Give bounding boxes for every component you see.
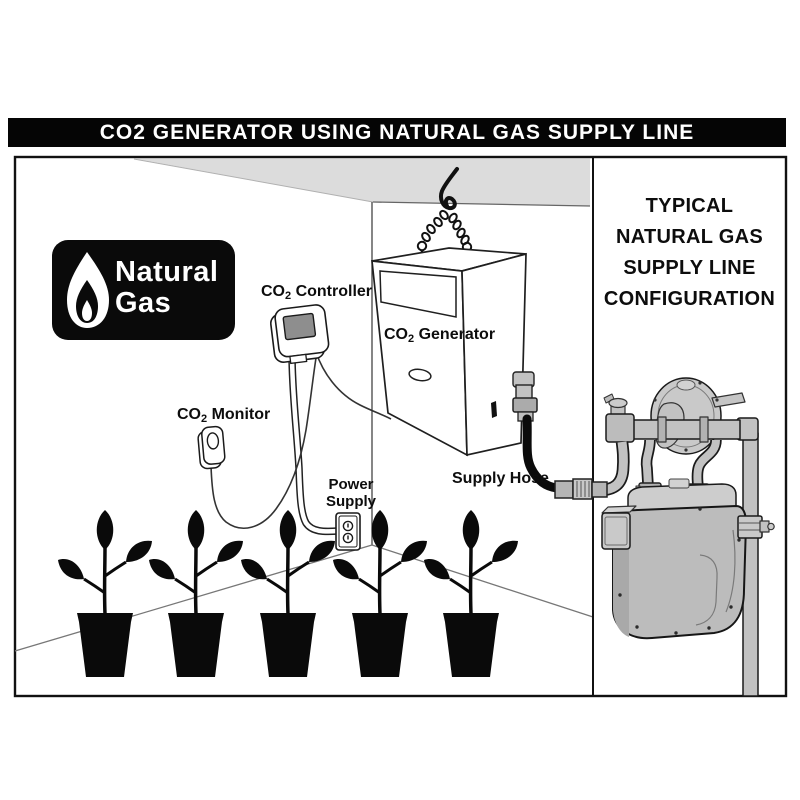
riser-union <box>737 515 775 539</box>
power-supply-label: Power Supply <box>325 476 376 510</box>
generator-side-slot <box>491 401 497 418</box>
co2-controller-device <box>270 304 330 365</box>
natural-gas-logo: Natural Gas <box>52 240 235 340</box>
heading-line: TYPICAL <box>645 195 734 217</box>
co2-monitor-device <box>197 425 226 470</box>
shutoff-valve <box>603 393 635 443</box>
title-text: CO2 GENERATOR USING NATURAL GAS SUPPLY L… <box>99 121 695 144</box>
title-banner: CO2 GENERATOR USING NATURAL GAS SUPPLY L… <box>8 118 786 147</box>
generator-handle <box>408 368 432 382</box>
controller-screen <box>282 312 317 341</box>
supply-hose-assembly <box>512 371 608 500</box>
meter-body <box>612 505 747 640</box>
controller-generator-wire <box>315 351 392 420</box>
supply-hose-label: Supply Hose <box>452 470 549 487</box>
ceiling-hook <box>438 167 459 211</box>
logo-line2: Gas <box>115 287 172 319</box>
generator-vent-panel <box>379 270 457 318</box>
gas-meter-illustration <box>599 377 775 697</box>
meter-index-box <box>601 505 637 550</box>
co2-generator-unit <box>371 167 527 457</box>
hose-coupler <box>554 478 608 500</box>
co2-controller-label: CO2 Controller <box>261 283 373 302</box>
logo-line1: Natural <box>115 256 219 288</box>
flame-icon <box>67 252 109 328</box>
co2-generator-label: CO2 Generator <box>384 326 496 345</box>
power-outlet <box>335 512 361 551</box>
floor-edge-left <box>14 544 373 652</box>
heading-line: CONFIGURATION <box>603 288 776 310</box>
generator-right-face <box>461 252 527 457</box>
wiring <box>210 351 392 536</box>
ceiling <box>134 158 590 206</box>
logo-text: Natural Gas <box>115 257 218 319</box>
monitor-wire <box>210 357 317 529</box>
hose <box>522 414 562 493</box>
regulator-vent <box>711 392 746 408</box>
heading-line: SUPPLY LINE <box>623 257 756 279</box>
heading-line: NATURAL GAS <box>615 226 763 248</box>
meter-top-cap <box>627 483 737 513</box>
right-panel-heading: TYPICAL NATURAL GAS SUPPLY LINE CONFIGUR… <box>593 191 786 315</box>
co2-monitor-label: CO2 Monitor <box>177 406 271 425</box>
